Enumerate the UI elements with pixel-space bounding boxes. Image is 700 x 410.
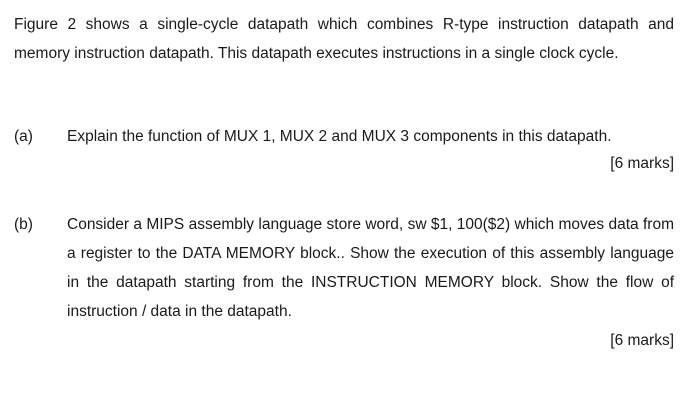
question-text: Explain the function of MUX 1, MUX 2 and… <box>67 128 612 145</box>
question-text: Consider a MIPS assembly language store … <box>67 216 674 320</box>
marks-label: [6 marks] <box>610 332 674 349</box>
intro-paragraph: Figure 2 shows a single-cycle datapath w… <box>14 16 674 62</box>
question-label: (b) <box>14 216 33 233</box>
marks-label: [6 marks] <box>610 155 674 172</box>
question-label: (a) <box>14 128 33 145</box>
